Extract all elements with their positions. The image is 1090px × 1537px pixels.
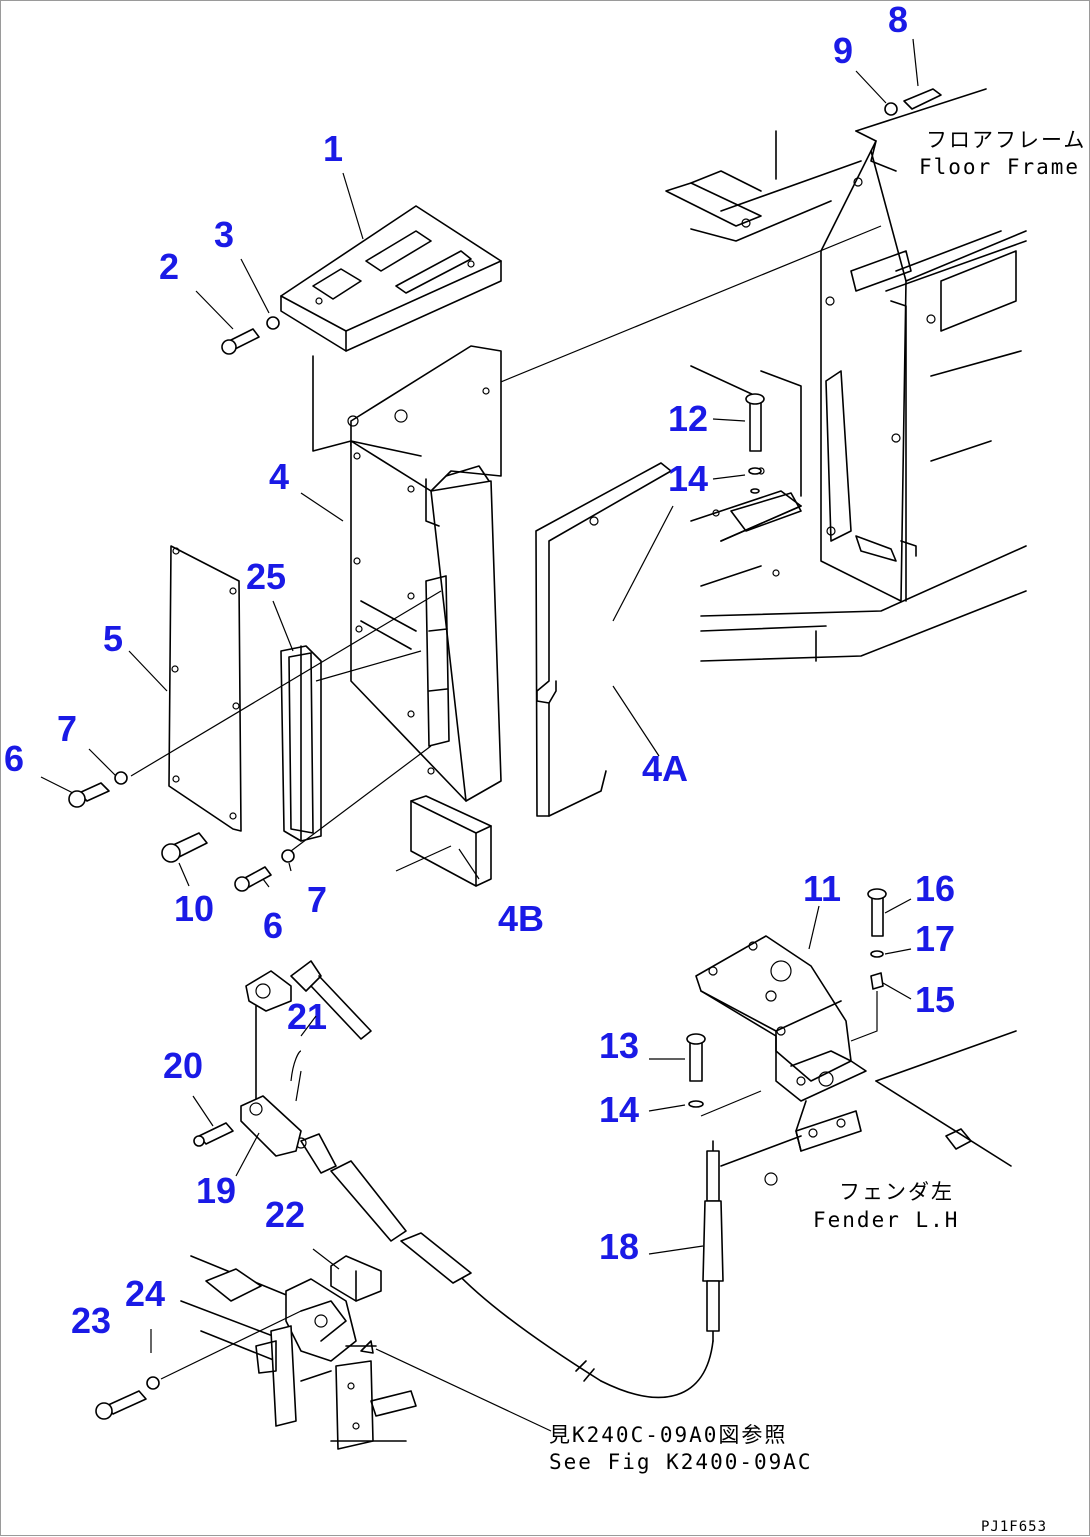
callout-24: 24	[125, 1273, 165, 1314]
note-see-fig-jp: 見K240C-09A0図参照	[549, 1423, 787, 1447]
top-cover-part-1	[280, 205, 502, 352]
callout-20: 20	[163, 1045, 203, 1086]
linkage-parts-19-20-21	[193, 960, 372, 1157]
callout-11: 11	[803, 868, 841, 909]
leader-lines	[40, 38, 919, 1353]
bracket-part-22	[330, 1255, 382, 1302]
reference-notes: フロアフレーム Floor Frame フェンダ左 Fender L.H 見K2…	[549, 128, 1086, 1535]
bolt-12-and-washer-14	[745, 393, 765, 494]
bolt-8-and-washer-9	[884, 88, 942, 116]
note-floor-frame-en: Floor Frame	[919, 155, 1080, 179]
callout-16: 16	[915, 868, 955, 909]
callout-17: 17	[915, 918, 955, 959]
bracket-part-11	[695, 935, 867, 1152]
callout-19: 19	[196, 1170, 236, 1211]
side-plate-part-4a	[535, 462, 672, 817]
control-cable-part-18	[295, 1133, 724, 1399]
callout-6-lower: 6	[263, 905, 283, 946]
drawing-code: PJ1F653	[981, 1519, 1047, 1535]
callout-7-lower: 7	[307, 879, 327, 920]
bolt-part-10	[161, 832, 208, 863]
note-floor-frame-jp: フロアフレーム	[926, 128, 1086, 152]
callout-22: 22	[265, 1194, 305, 1235]
assembly-line-bolt-6b	[290, 745, 432, 852]
assembly-line-bolt-6	[130, 590, 442, 777]
bolt-16-washer-17-15	[850, 888, 887, 1042]
cover-plate-part-5	[168, 545, 242, 832]
callout-13: 13	[599, 1025, 639, 1066]
callout-4a: 4A	[642, 748, 688, 789]
bolt-2-and-washer-3	[221, 316, 280, 355]
callout-14-top: 14	[668, 458, 708, 499]
note-see-fig-en: See Fig K2400-09AC	[549, 1450, 813, 1474]
callout-12: 12	[668, 398, 708, 439]
callout-1: 1	[323, 128, 343, 169]
callout-2: 2	[159, 246, 179, 287]
callout-8: 8	[888, 1, 908, 40]
callout-10: 10	[174, 888, 214, 929]
bolt-13-and-washer-14	[686, 1033, 706, 1108]
seal-frame-part-25	[280, 645, 322, 842]
bolt-6-and-washer-7-lower	[234, 849, 295, 892]
callout-18: 18	[599, 1226, 639, 1267]
callout-15: 15	[915, 979, 955, 1020]
callout-7-left: 7	[57, 708, 77, 749]
floor-frame-part	[665, 88, 1027, 662]
callout-21: 21	[287, 996, 327, 1037]
assembly-line-frame	[315, 650, 422, 682]
callout-4b: 4B	[498, 898, 544, 939]
note-fender-jp: フェンダ左	[839, 1180, 954, 1204]
callout-14-lower: 14	[599, 1089, 639, 1130]
lever-assembly-part-23-24	[95, 1255, 552, 1450]
callout-4: 4	[269, 456, 289, 497]
callout-3: 3	[214, 214, 234, 255]
callout-9: 9	[833, 30, 853, 71]
fender-part	[700, 1030, 1017, 1186]
callout-6-left: 6	[4, 738, 24, 779]
callout-25: 25	[246, 556, 286, 597]
console-box-part-4	[312, 345, 502, 802]
assembly-line-cover	[490, 225, 882, 387]
bolt-6-and-washer-7-left	[68, 771, 128, 808]
callout-labels: 1 2 3 4 4A 4B 5 6 6 7 7 8 9 10 11 12 13 …	[4, 1, 955, 1341]
note-fender-en: Fender L.H	[813, 1208, 959, 1232]
callout-5: 5	[103, 618, 123, 659]
pad-part-4b	[395, 795, 492, 887]
callout-23: 23	[71, 1300, 111, 1341]
